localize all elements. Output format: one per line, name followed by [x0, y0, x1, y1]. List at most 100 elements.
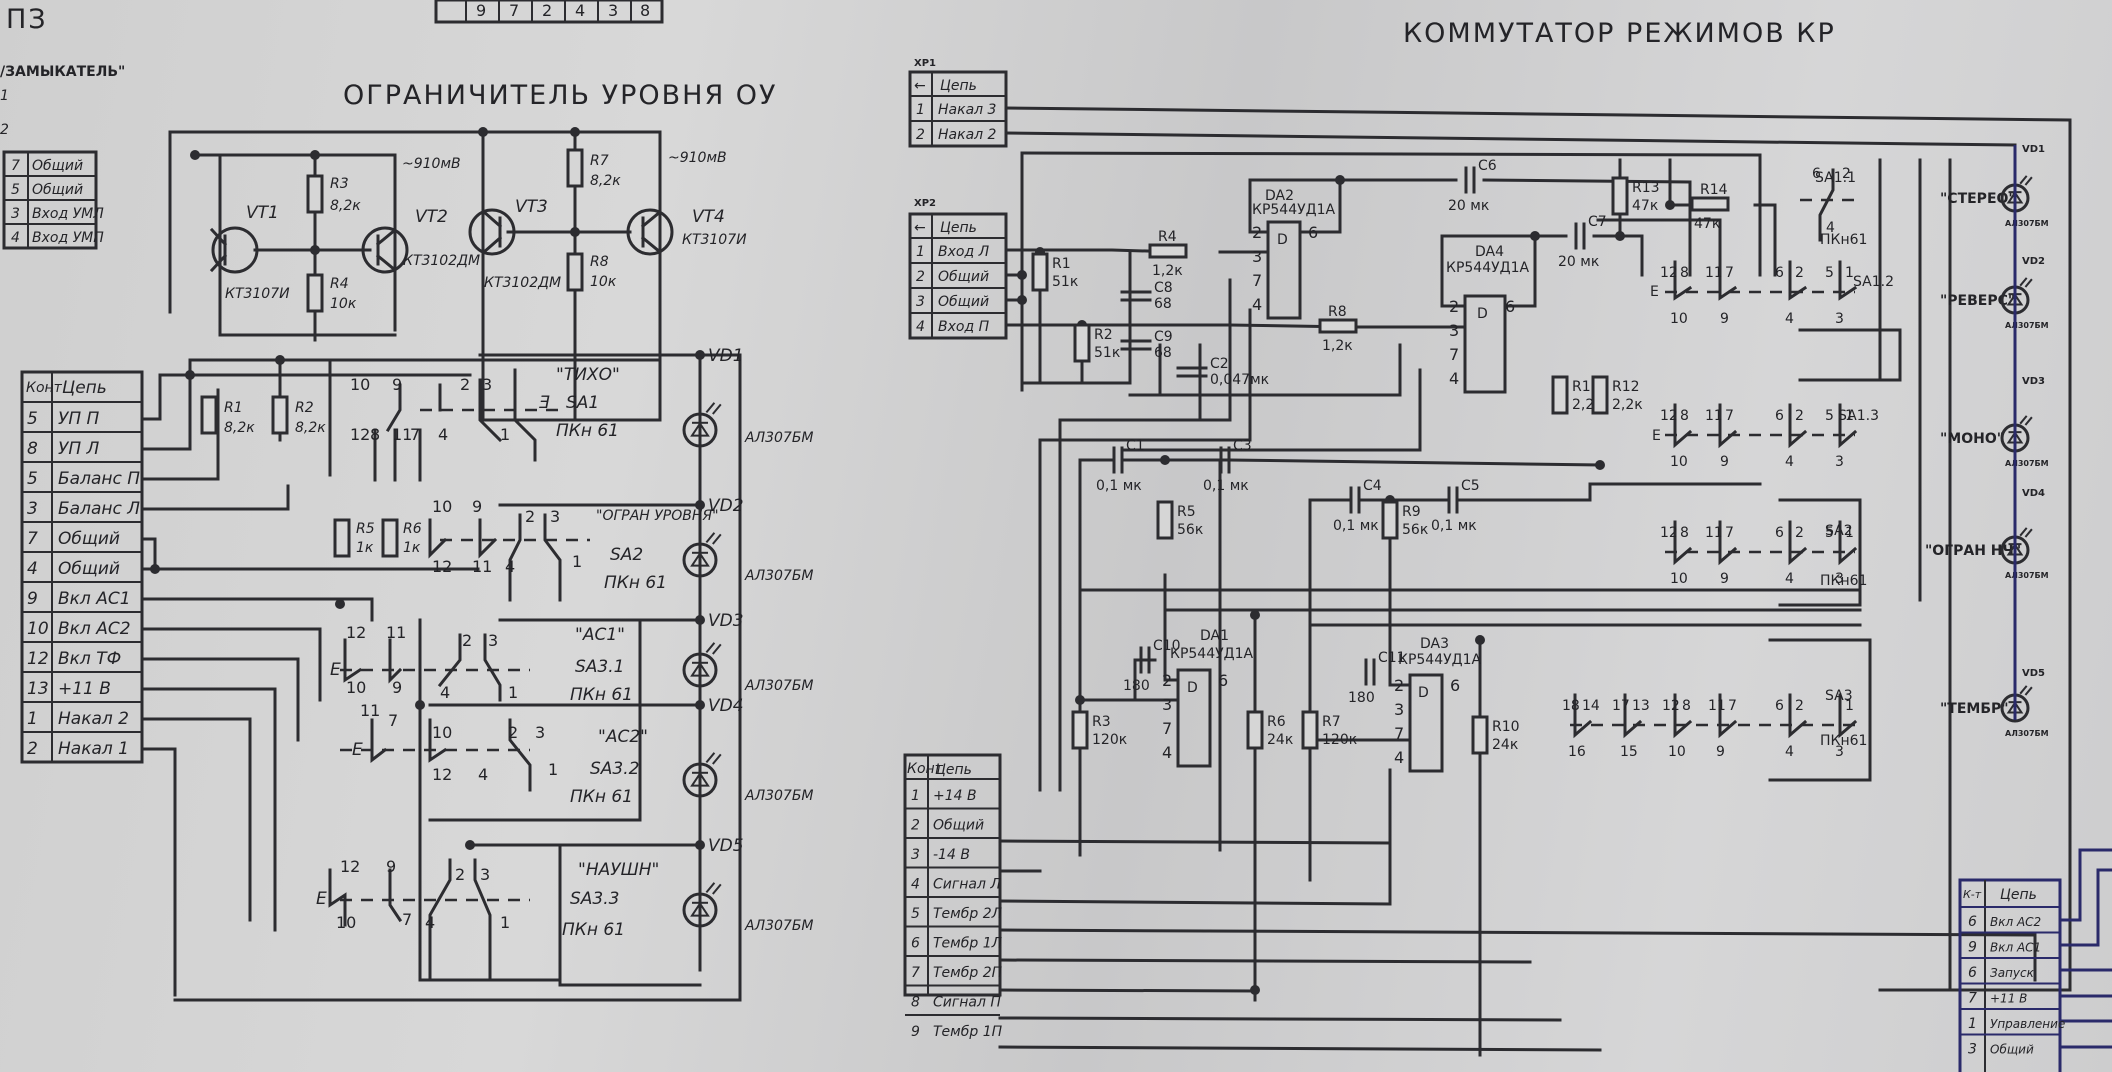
switch-sa3-1: [340, 633, 530, 702]
e-mark: Е: [316, 889, 327, 909]
pin-cell: 4: [916, 319, 925, 335]
capacitor-c8: [1120, 290, 1152, 302]
contact-label: 1: [572, 552, 582, 571]
contact-label: 12: [1660, 408, 1678, 424]
r6-value: 1к: [403, 540, 421, 556]
contact-label: 12: [432, 765, 452, 784]
r5-ref: R5: [356, 521, 375, 537]
pin-cell: 12: [27, 649, 49, 669]
r6-ref: R6: [403, 521, 422, 537]
contact-label: 12: [432, 557, 452, 576]
resistor-r3: [306, 174, 324, 214]
contact-label: 9: [392, 375, 402, 394]
xp1-header-pin: ←: [914, 78, 926, 94]
resistor-ref: R14: [1700, 182, 1728, 198]
capacitor-ref: C4: [1363, 478, 1382, 494]
pin-label: 7: [1252, 271, 1262, 290]
mode-label: "СТЕРЕО": [1940, 191, 2016, 207]
pin-label: 6: [1218, 671, 1228, 690]
resistor-ref: R8: [1328, 304, 1347, 320]
contact-label: 10: [336, 913, 356, 932]
contact-label: 3: [1835, 454, 1844, 470]
resistor-ref: R4: [1158, 229, 1177, 245]
contact-label: 6: [1775, 698, 1784, 714]
contact-label: 3: [535, 723, 545, 742]
vt2-ref: VT2: [415, 207, 448, 227]
capacitor-ref: C2: [1210, 356, 1229, 372]
contact-label: 12: [1660, 265, 1678, 281]
contact-label: 11: [1705, 265, 1723, 281]
contact-label: 8: [1680, 525, 1689, 541]
resistor-r14: [1690, 196, 1730, 212]
capacitor-ref: C7: [1588, 214, 1607, 230]
resistor-ref: R6: [1267, 714, 1286, 730]
r7-value: 8,2к: [590, 173, 621, 189]
led-body: [682, 652, 718, 688]
sa1-ref: SA1: [566, 393, 599, 413]
contact-label: 1: [508, 683, 518, 702]
pin-label: 7: [1394, 724, 1404, 743]
resistor-value: 51к: [1094, 345, 1120, 361]
contact-label: 6: [1775, 408, 1784, 424]
vt1-ref: VT1: [246, 203, 279, 223]
capacitor-ref: C5: [1461, 478, 1480, 494]
da4-type: КР544УД1А: [1446, 260, 1529, 276]
pin-cell: 6: [1968, 914, 1977, 930]
da2-type: КР544УД1А: [1252, 202, 1335, 218]
led-type: АЛ307БМ: [2005, 571, 2049, 580]
header-net: Цепь: [62, 378, 107, 398]
net-cell: Запуск: [1990, 966, 2035, 980]
net-cell: Накал 1: [58, 739, 129, 759]
net-cell: Вкл АС2: [58, 619, 131, 639]
xp1-ref: ХР1: [914, 58, 936, 69]
capacitor-ref: C8: [1154, 280, 1173, 296]
pin-label: 3: [1252, 247, 1262, 266]
xp2-ref: ХР2: [914, 198, 936, 209]
led-type: АЛ307БМ: [744, 568, 814, 584]
mode-label: "ОГРАН НЧ": [1925, 543, 2021, 559]
sa3-1-ref: SA3.1: [575, 657, 624, 677]
net-cell: Общий: [32, 158, 83, 174]
fragment-text: /ЗАМЫКАТЕЛЬ": [0, 64, 125, 80]
led-ref: VD3: [708, 611, 744, 631]
net-cell: Сигнал П: [933, 995, 1001, 1011]
capacitor-ref: C1: [1126, 438, 1145, 454]
contact-label: 3: [480, 865, 490, 884]
pin-cell: 9: [27, 589, 38, 609]
contact-label: 7: [1725, 408, 1734, 424]
sa3-3-ref: SA3.3: [570, 889, 619, 909]
contact-label: 9: [1720, 311, 1729, 327]
contact-label: 4: [505, 557, 515, 576]
capacitor-c2: [1176, 366, 1208, 378]
led-vd5: [682, 882, 722, 928]
sa2-type: ПКн61: [1820, 573, 1867, 589]
contact-label: 10: [432, 497, 452, 516]
led-ref: VD5: [2022, 668, 2045, 679]
da4-ref: DA4: [1475, 244, 1504, 260]
light-rays-icon: [2019, 175, 2033, 186]
net-cell: Общий: [938, 269, 989, 285]
contact-label: 18: [1562, 698, 1580, 714]
contact-label: 1: [1845, 265, 1854, 281]
net-cell: Вкл АС1: [58, 589, 131, 609]
net-cell: -14 В: [933, 847, 970, 863]
capacitor-c6: [1464, 166, 1476, 194]
da3-ref: DA3: [1420, 636, 1449, 652]
mode-label: "ТЕМБР": [1940, 701, 2009, 717]
pin-cell: 2: [27, 739, 38, 759]
sa1-name: "ТИХО": [556, 365, 620, 385]
voltage-label: ~910мВ: [402, 156, 461, 172]
contact-label: 3: [488, 631, 498, 650]
contact-label: 11: [360, 701, 380, 720]
sa2-ref: SA2: [1825, 523, 1853, 539]
r8-ref: R8: [590, 254, 609, 270]
contact-label: 3: [1835, 744, 1844, 760]
switch-sa3-2: [340, 718, 532, 792]
led-type: АЛ307БМ: [2005, 459, 2049, 468]
mode-labels: "СТЕРЕО""РЕВЕРС""МОНО""ОГРАН НЧ""ТЕМБР": [1925, 191, 2021, 717]
contact-label: 12: [350, 425, 370, 444]
sa2-type: ПКн 61: [604, 573, 667, 593]
